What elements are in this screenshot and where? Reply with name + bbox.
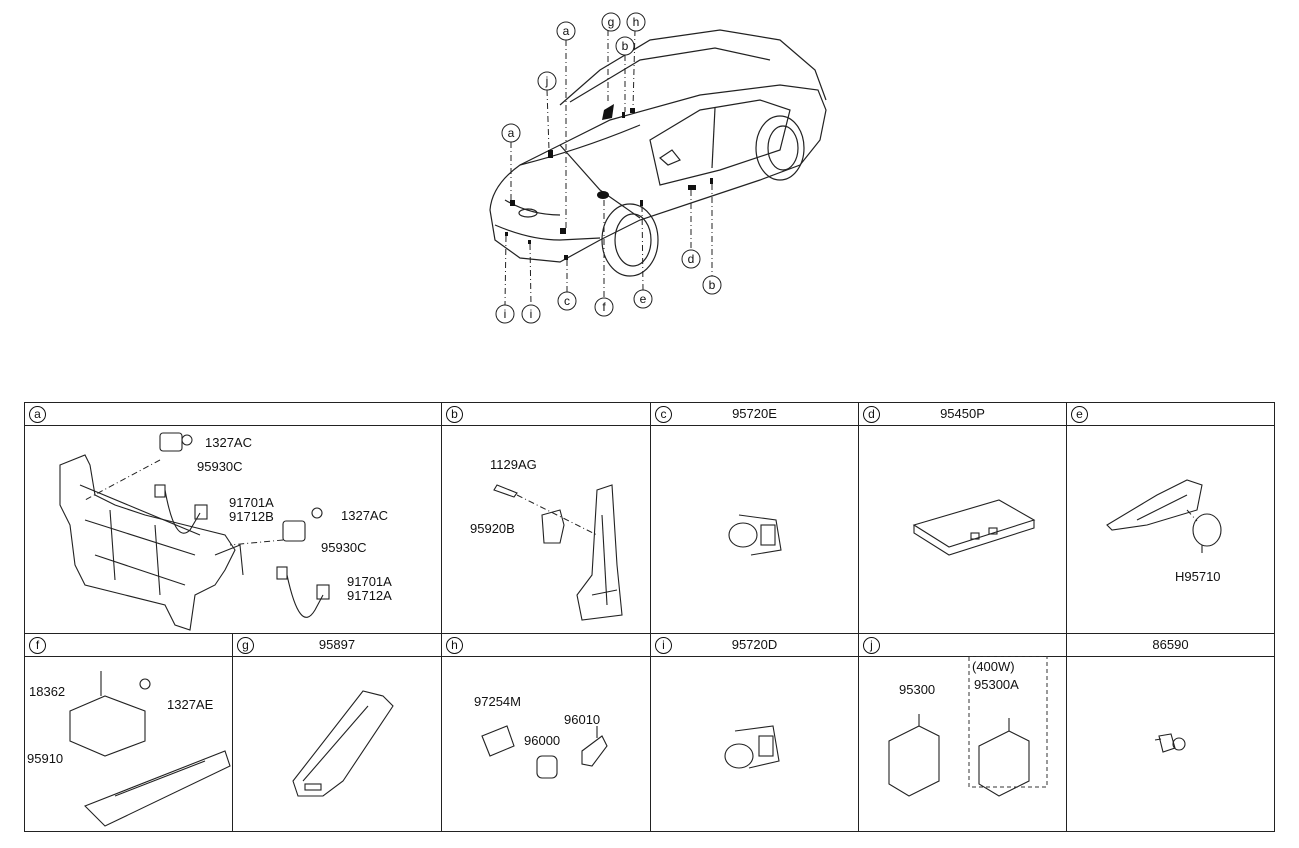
cell-header: a <box>25 403 441 426</box>
callout-i-1: i <box>504 307 507 321</box>
cell-header: c 95720E <box>651 403 858 426</box>
cell-header: i 95720D <box>651 634 858 657</box>
cell-header: j <box>859 634 1066 657</box>
label-1327ae: 1327AE <box>167 697 214 712</box>
cell-j: j 95300 (400W) 95300A <box>858 633 1067 832</box>
airbag-module-drawing <box>69 671 231 827</box>
label-95300a: 95300A <box>974 677 1019 692</box>
label-95300: 95300 <box>899 682 936 697</box>
callout-a-top: a <box>563 24 570 38</box>
label-91701a-2: 91701A <box>347 574 392 589</box>
parking-sensor-drawing <box>728 514 782 556</box>
label-96010: 96010 <box>564 712 601 727</box>
bracket-drawing <box>1106 479 1222 553</box>
label-1327ac: 1327AC <box>205 435 252 450</box>
label-97254m: 97254M <box>474 694 521 709</box>
callout-i-2: i <box>530 307 533 321</box>
car-illustration: a j g b h a c f e d b i i <box>489 12 827 324</box>
cell-header: e <box>1067 403 1274 426</box>
cell-letter: b <box>446 406 463 423</box>
cell-e: e H95710 <box>1066 402 1275 634</box>
cell-letter: i <box>655 637 672 654</box>
label-91712b: 91712B <box>229 509 274 524</box>
part-number: 95897 <box>318 637 356 652</box>
label-95930c: 95930C <box>197 459 243 474</box>
cell-letter: c <box>655 406 672 423</box>
label-h95710: H95710 <box>1175 569 1221 584</box>
cell-header: 86590 <box>1067 634 1274 657</box>
part-number: 95720E <box>732 406 777 421</box>
cell-letter: h <box>446 637 463 654</box>
callout-f: f <box>602 300 606 314</box>
cell-letter: a <box>29 406 46 423</box>
cell-header: g 95897 <box>233 634 441 657</box>
cell-letter: j <box>863 637 880 654</box>
parts-table: a <box>24 402 1275 832</box>
cell-b: b 1129AG 95920B <box>441 402 651 634</box>
cell-a: a <box>24 402 442 634</box>
label-18362: 18362 <box>29 684 66 699</box>
part-number: 86590 <box>1152 637 1189 652</box>
cell-letter: e <box>1071 406 1088 423</box>
callout-e: e <box>640 292 647 306</box>
unit-drawing <box>888 656 1048 797</box>
label-95910: 95910 <box>27 751 64 766</box>
label-95930c-2: 95930C <box>321 540 367 555</box>
label-400w: (400W) <box>972 659 1015 674</box>
callout-d: d <box>688 252 695 266</box>
label-91712a: 91712A <box>347 588 392 603</box>
cell-c: c 95720E <box>650 402 859 634</box>
cell-header: f <box>25 634 232 657</box>
cell-h: h 97254M 96010 96000 <box>441 633 651 832</box>
key-drawing <box>481 725 608 779</box>
cover-drawing <box>292 690 394 797</box>
label-95920b: 95920B <box>470 521 515 536</box>
callout-a-left: a <box>508 126 515 140</box>
b-pillar-drawing <box>493 484 623 621</box>
cell-i: i 95720D <box>650 633 859 832</box>
car-overview: a j g b h a c f e d b i i <box>470 0 850 340</box>
label-1129ag: 1129AG <box>490 457 537 472</box>
part-number: 95450P <box>940 406 985 421</box>
callout-b-top: b <box>622 39 629 53</box>
cell-header: h <box>442 634 650 657</box>
callout-j: j <box>545 74 549 88</box>
part-number: 95720D <box>731 637 778 652</box>
cell-86590: 86590 <box>1066 633 1275 832</box>
label-96000: 96000 <box>524 733 561 748</box>
cell-g: g 95897 <box>232 633 442 832</box>
callout-c: c <box>564 294 570 308</box>
cell-letter: f <box>29 637 46 654</box>
label-1327ac-2: 1327AC <box>341 508 388 523</box>
cell-f: f 18362 1327AE 95910 <box>24 633 233 832</box>
cell-header: b <box>442 403 650 426</box>
cell-letter: d <box>863 406 880 423</box>
label-91701a: 91701A <box>229 495 274 510</box>
parking-sensor-drawing <box>724 725 780 769</box>
callout-b-bottom: b <box>709 278 716 292</box>
cell-d: d 95450P <box>858 402 1067 634</box>
radiator-support-drawing <box>59 432 330 631</box>
callout-g: g <box>608 15 615 29</box>
callout-h: h <box>633 15 640 29</box>
cell-letter: g <box>237 637 254 654</box>
fastener-drawing <box>1154 733 1186 753</box>
cell-header: d 95450P <box>859 403 1066 426</box>
module-drawing <box>912 499 1036 556</box>
